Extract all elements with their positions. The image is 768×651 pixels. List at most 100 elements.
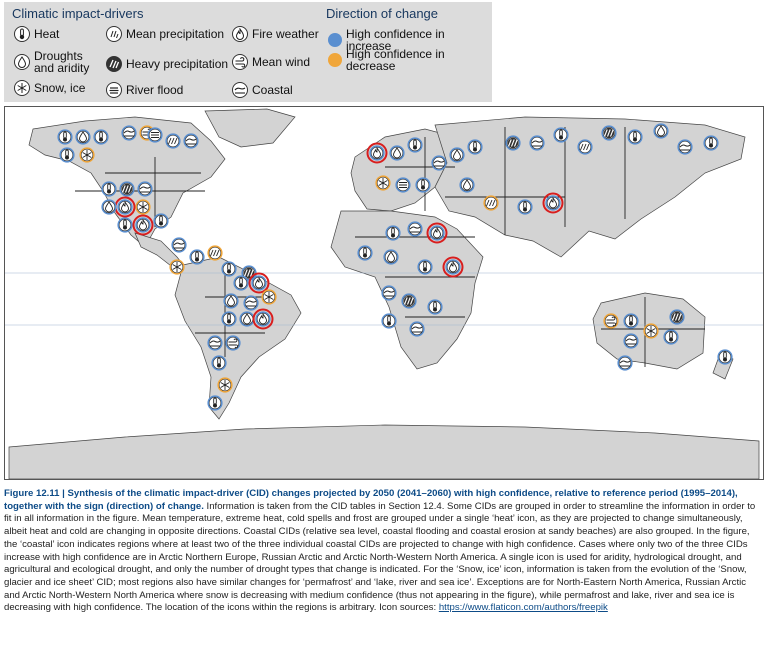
map-cid-icon-heat-increase <box>467 139 483 155</box>
map-cid-icon-heat-increase <box>221 261 237 277</box>
map-cid-icon-fire-increase <box>366 142 388 164</box>
map-svg <box>5 108 763 479</box>
map-cid-icon-coastal-increase <box>431 155 447 171</box>
map-cid-icon-drought-increase <box>75 129 91 145</box>
map-cid-icon-heavyprecip-increase <box>601 125 617 141</box>
legend-label-heavyprecip: Heavy precipitation <box>126 57 229 71</box>
map-cid-icon-coastal-increase <box>183 133 199 149</box>
map-cid-icon-snow-decrease <box>261 289 277 305</box>
map-cid-icon-wind-increase <box>225 335 241 351</box>
map-cid-icon-meanprecip-increase <box>165 133 181 149</box>
map-cid-icon-heat-increase <box>211 355 227 371</box>
map-cid-icon-heat-increase <box>385 225 401 241</box>
map-cid-icon-flood-increase <box>147 127 163 143</box>
legend-item-meanprecip: Mean precipitation <box>106 26 224 42</box>
legend-item-drought: Droughts and aridity <box>14 50 104 74</box>
map-cid-icon-drought-increase <box>239 311 255 327</box>
map-cid-icon-heavyprecip-increase <box>505 135 521 151</box>
map-cid-icon-drought-increase <box>459 177 475 193</box>
coastal-wave-icon <box>232 82 248 98</box>
legend-label-wind: Mean wind <box>252 55 311 69</box>
map-cid-icon-heat-increase <box>117 217 133 233</box>
map-cid-icon-heat-increase <box>553 127 569 143</box>
map-cid-icon-meanprecip-decrease <box>207 245 223 261</box>
legend-item-fire: Fire weather <box>232 26 319 42</box>
map-cid-icon-heat-increase <box>717 349 733 365</box>
legend-label-snow: Snow, ice <box>34 81 86 95</box>
map-cid-icon-heat-increase <box>407 137 423 153</box>
map-cid-icon-heat-increase <box>221 311 237 327</box>
map-cid-icon-coastal-increase <box>171 237 187 253</box>
drought-icon <box>14 54 30 70</box>
decrease-dot-icon <box>328 53 342 67</box>
map-cid-icon-heat-increase <box>415 177 431 193</box>
map-cid-icon-heat-increase <box>357 245 373 261</box>
icon-source-link[interactable]: https://www.flaticon.com/authors/freepik <box>438 602 608 614</box>
legend-label-increase: High confidence in increase <box>346 27 445 53</box>
map-cid-icon-heat-increase <box>703 135 719 151</box>
map-cid-icon-fire-increase <box>132 214 154 236</box>
mean-precipitation-icon <box>106 26 122 42</box>
heavy-precipitation-icon <box>106 56 122 72</box>
legend-label-decrease: High confidence in decrease <box>346 47 445 73</box>
legend-label-flood: River flood <box>126 83 184 97</box>
map-cid-icon-drought-increase <box>389 145 405 161</box>
map-cid-icon-drought-increase <box>101 199 117 215</box>
thermometer-icon <box>14 26 30 42</box>
caption-title: Figure 12.11 | Synthesis of the climatic… <box>4 488 738 512</box>
fire-weather-highlight-ring <box>426 222 448 244</box>
map-cid-icon-heat-increase <box>233 275 249 291</box>
map-cid-icon-coastal-increase <box>207 335 223 351</box>
fire-weather-highlight-ring <box>442 256 464 278</box>
legend-label-coastal: Coastal <box>252 83 293 97</box>
caption-body: Information is taken from the CID tables… <box>4 500 756 614</box>
map-cid-icon-heavyprecip-increase <box>401 293 417 309</box>
legend-label-meanprecip: Mean precipitation <box>126 27 225 41</box>
map-cid-icon-fire-increase <box>542 192 564 214</box>
map-cid-icon-heat-increase <box>59 147 75 163</box>
fire-weather-highlight-ring <box>248 272 270 294</box>
map-cid-icon-heat-increase <box>153 213 169 229</box>
map-cid-icon-snow-decrease <box>135 199 151 215</box>
map-cid-icon-drought-increase <box>223 293 239 309</box>
map-cid-icon-fire-increase <box>114 196 136 218</box>
legend-drivers-title: Climatic impact-drivers <box>12 6 144 21</box>
map-cid-icon-fire-increase <box>442 256 464 278</box>
africa-landmass <box>330 210 484 370</box>
map-cid-icon-fire-increase <box>426 222 448 244</box>
legend-label-fire: Fire weather <box>252 27 319 41</box>
legend-item-snow: Snow, ice <box>14 80 85 96</box>
legend-item-heat: Heat <box>14 26 59 42</box>
fire-weather-highlight-ring <box>542 192 564 214</box>
map-cid-icon-meanprecip-increase <box>577 139 593 155</box>
map-cid-icon-coastal-increase <box>137 181 153 197</box>
map-cid-icon-heat-increase <box>57 129 73 145</box>
map-cid-icon-snow-decrease <box>79 147 95 163</box>
map-cid-icon-meanprecip-decrease <box>483 195 499 211</box>
fire-weather-highlight-ring <box>252 308 274 330</box>
legend-item-heavyprecip: Heavy precipitation <box>106 56 228 72</box>
river-flood-icon <box>106 82 122 98</box>
fire-weather-highlight-ring <box>366 142 388 164</box>
legend-item-decrease: High confidence in decrease <box>328 48 492 72</box>
map-cid-icon-coastal-increase <box>409 321 425 337</box>
map-cid-icon-heavyprecip-increase <box>669 309 685 325</box>
map-cid-icon-snow-decrease <box>217 377 233 393</box>
map-cid-icon-coastal-increase <box>617 355 633 371</box>
map-cid-icon-heat-increase <box>93 129 109 145</box>
map-cid-icon-heavyprecip-increase <box>119 181 135 197</box>
map-cid-icon-coastal-increase <box>121 125 137 141</box>
map-cid-icon-coastal-increase <box>243 295 259 311</box>
snowflake-icon <box>14 80 30 96</box>
map-cid-icon-coastal-increase <box>381 285 397 301</box>
map-cid-icon-fire-increase <box>248 272 270 294</box>
map-cid-icon-coastal-increase <box>623 333 639 349</box>
map-cid-icon-heat-increase <box>189 249 205 265</box>
map-cid-icon-flood-increase <box>395 177 411 193</box>
map-cid-icon-drought-increase <box>653 123 669 139</box>
map-cid-icon-snow-decrease <box>643 323 659 339</box>
map-cid-icon-wind-decrease <box>603 313 619 329</box>
world-map <box>4 106 764 480</box>
map-cid-icon-drought-increase <box>383 249 399 265</box>
figure-caption: Figure 12.11 | Synthesis of the climatic… <box>4 488 764 615</box>
